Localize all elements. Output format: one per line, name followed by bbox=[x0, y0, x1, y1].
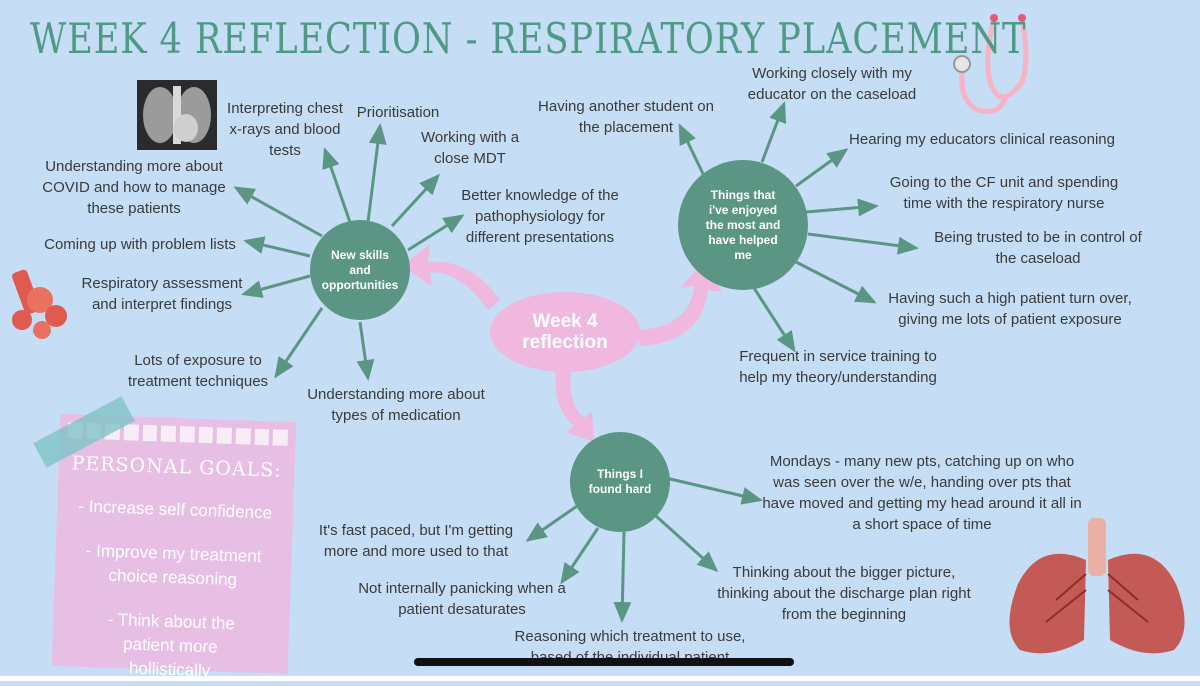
chest-xray-icon bbox=[137, 80, 217, 150]
center-arrows bbox=[402, 244, 722, 442]
enjoyed-arrows bbox=[678, 101, 919, 353]
leaf-skill-medication: Understanding more about types of medica… bbox=[307, 386, 485, 424]
goal-item: - Improve my treatment choice reasoning bbox=[85, 540, 262, 590]
leaf-skill-prioritisation: Prioritisation bbox=[356, 104, 440, 121]
hub-found-hard-label: Things I found hard bbox=[588, 467, 652, 496]
hub-new-skills: New skills and opportunities bbox=[310, 220, 410, 320]
leaf-skill-pathophysiology: Better knowledge of the pathophysiology … bbox=[461, 187, 619, 246]
goal-item: - Think about the patient more hollistic… bbox=[107, 609, 236, 681]
leaf-hard-desaturates: Not internally panicking when a patient … bbox=[358, 580, 566, 618]
skills-arrows bbox=[233, 123, 465, 381]
leaf-skill-mdt: Working with a close MDT bbox=[420, 129, 520, 167]
center-label: Week 4 reflection bbox=[522, 311, 608, 353]
inhaler-icon bbox=[12, 269, 67, 339]
leaf-skill-xray: Interpreting chest x-rays and blood test… bbox=[227, 100, 343, 159]
leaf-enjoyed-training: Frequent in service training to help my … bbox=[739, 348, 937, 386]
goal-item: - Increase self confidence bbox=[78, 496, 273, 523]
goals-title: PERSONAL GOALS: bbox=[71, 452, 283, 482]
stethoscope-icon bbox=[953, 14, 1029, 114]
page-title: WEEK 4 REFLECTION - RESPIRATORY PLACEMEN… bbox=[30, 14, 1027, 63]
bottom-band bbox=[0, 676, 1200, 681]
leaf-enjoyed-reasoning: Hearing my educators clinical reasoning bbox=[849, 131, 1115, 148]
leaf-hard-mondays: Mondays - many new pts, catching up on w… bbox=[762, 453, 1082, 533]
leaf-skill-problem-lists: Coming up with problem lists bbox=[44, 236, 236, 253]
hub-new-skills-label: New skills and opportunities bbox=[321, 247, 399, 292]
home-indicator-bar[interactable] bbox=[414, 658, 794, 666]
lungs-icon bbox=[1009, 518, 1185, 654]
leaf-skill-treatment: Lots of exposure to treatment techniques bbox=[127, 352, 269, 390]
leaf-enjoyed-turnover: Having such a high patient turn over, gi… bbox=[888, 290, 1132, 328]
hub-found-hard: Things I found hard bbox=[570, 432, 670, 532]
leaf-hard-bigger-picture: Thinking about the bigger picture, think… bbox=[717, 564, 971, 623]
leaf-enjoyed-student: Having another student on the placement bbox=[538, 98, 714, 136]
leaf-skill-assessment: Respiratory assessment and interpret fin… bbox=[81, 275, 243, 313]
leaf-skill-covid: Understanding more about COVID and how t… bbox=[42, 158, 226, 217]
personal-goals-note: PERSONAL GOALS: - Increase self confiden… bbox=[51, 413, 297, 680]
leaf-enjoyed-trusted: Being trusted to be in control of the ca… bbox=[934, 229, 1142, 267]
leaf-hard-treatment: Reasoning which treatment to use, based … bbox=[514, 628, 746, 660]
hub-enjoyed-label: Things that i've enjoyed the most and ha… bbox=[705, 187, 781, 262]
center-node: Week 4 reflection bbox=[490, 292, 640, 372]
leaf-hard-fast-paced: It's fast paced, but I'm getting more an… bbox=[318, 522, 514, 560]
leaf-enjoyed-educator: Working closely with my educator on the … bbox=[747, 65, 917, 103]
hard-arrows bbox=[525, 476, 763, 623]
leaf-enjoyed-cf-unit: Going to the CF unit and spending time w… bbox=[889, 174, 1119, 212]
hub-enjoyed: Things that i've enjoyed the most and ha… bbox=[678, 160, 808, 290]
